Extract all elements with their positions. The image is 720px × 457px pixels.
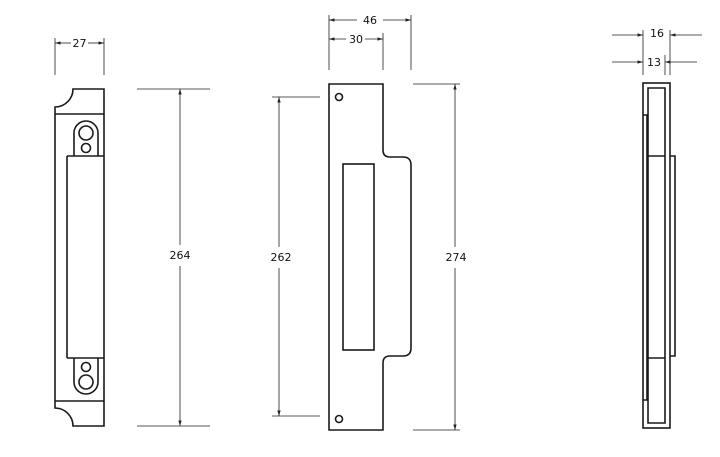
bottom-screw-hole: [78, 374, 94, 390]
front-recess: [66, 155, 104, 359]
top-screw-hole: [78, 125, 94, 141]
width-dimension: 27: [73, 37, 87, 50]
top-lug: [73, 120, 99, 156]
strike-opening: [342, 163, 375, 351]
side-step: [643, 114, 648, 401]
height-dimension: 264: [170, 249, 191, 262]
hole-spacing-dimension: 262: [271, 251, 292, 264]
front-view: 27 264: [54, 37, 210, 427]
top-small-hole: [80, 142, 92, 154]
overall-width-dimension: 46: [363, 14, 377, 27]
side-lip: [670, 155, 676, 357]
bottom-fixing-hole: [334, 414, 344, 424]
plate-depth-dimension: 13: [647, 56, 661, 69]
bottom-small-hole: [80, 361, 92, 373]
side-view: 16 13: [612, 27, 702, 429]
side-outline: [642, 82, 671, 429]
plate-view: 46 30 262 274: [271, 14, 467, 431]
plate-outline: [328, 83, 412, 431]
top-fixing-hole: [334, 92, 344, 102]
plate-height-dimension: 274: [446, 251, 467, 264]
plate-width-dimension: 30: [349, 33, 363, 46]
side-inner: [647, 87, 666, 424]
bottom-lug: [73, 358, 99, 395]
front-outline: [54, 88, 105, 427]
depth-dimension: 16: [650, 27, 664, 40]
